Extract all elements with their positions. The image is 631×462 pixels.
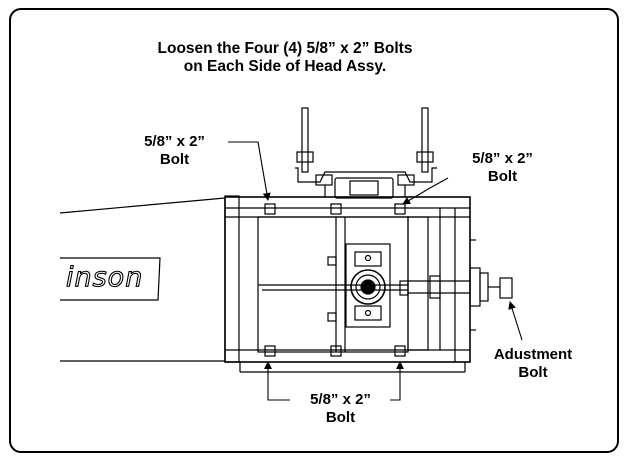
top-center-block bbox=[334, 177, 394, 199]
frame-bolt-bottom-right bbox=[394, 345, 406, 357]
diagram-frame bbox=[9, 8, 619, 453]
brand-plate-outline bbox=[60, 257, 161, 301]
leader-bottom-left bbox=[264, 361, 290, 401]
instruction-line-1: Loosen the Four (4) 5/8” x 2” Bolts bbox=[157, 40, 413, 57]
head-frame-right-rail bbox=[407, 216, 429, 351]
callout-bolt-bottom: 5/8” x 2” Bolt bbox=[288, 391, 393, 427]
leader-top-right bbox=[402, 177, 449, 205]
head-frame bbox=[224, 196, 471, 363]
callout-bolt-top-right-size: 5/8” x 2” bbox=[472, 150, 533, 167]
head-frame-left-channel bbox=[224, 195, 240, 363]
adjustment-bolt-head bbox=[499, 277, 513, 299]
take-up-housing bbox=[469, 267, 481, 307]
frame-bolt-top-right bbox=[394, 203, 406, 215]
conveyor-edge-top bbox=[59, 197, 226, 214]
callout-bolt-bottom-size: 5/8” x 2” bbox=[310, 391, 371, 408]
leader-top-left bbox=[228, 141, 271, 201]
leader-adjustment bbox=[508, 301, 523, 341]
leader-bottom-right bbox=[390, 361, 404, 401]
callout-adjustment-bolt: Adustment Bolt bbox=[478, 346, 588, 382]
hanger-rod-left bbox=[301, 107, 309, 173]
callout-bolt-top-right: 5/8” x 2” Bolt bbox=[450, 150, 555, 186]
callout-adjustment-word: Bolt bbox=[518, 364, 548, 381]
callout-bolt-top-left-size: 5/8” x 2” bbox=[144, 133, 205, 150]
bearing-housing bbox=[350, 269, 386, 305]
instruction-title: Loosen the Four (4) 5/8” x 2” Bolts on E… bbox=[60, 40, 510, 76]
instruction-line-2: on Each Side of Head Assy. bbox=[183, 58, 387, 75]
shaft bbox=[360, 279, 376, 295]
hanger-bracket bbox=[295, 167, 437, 183]
brand-logo-fragment: inson bbox=[65, 261, 144, 293]
callout-bolt-top-right-word: Bolt bbox=[487, 168, 518, 185]
pillow-block-bearing bbox=[345, 243, 391, 328]
callout-adjustment-label: Adustment bbox=[493, 346, 573, 363]
callout-bolt-top-left: 5/8” x 2” Bolt bbox=[122, 133, 227, 169]
callout-bolt-bottom-word: Bolt bbox=[325, 409, 356, 426]
frame-bolt-bottom-left bbox=[264, 345, 276, 357]
hanger-rod-right bbox=[421, 107, 429, 173]
frame-bolt-top-left bbox=[264, 203, 276, 215]
callout-bolt-top-left-word: Bolt bbox=[159, 151, 190, 168]
